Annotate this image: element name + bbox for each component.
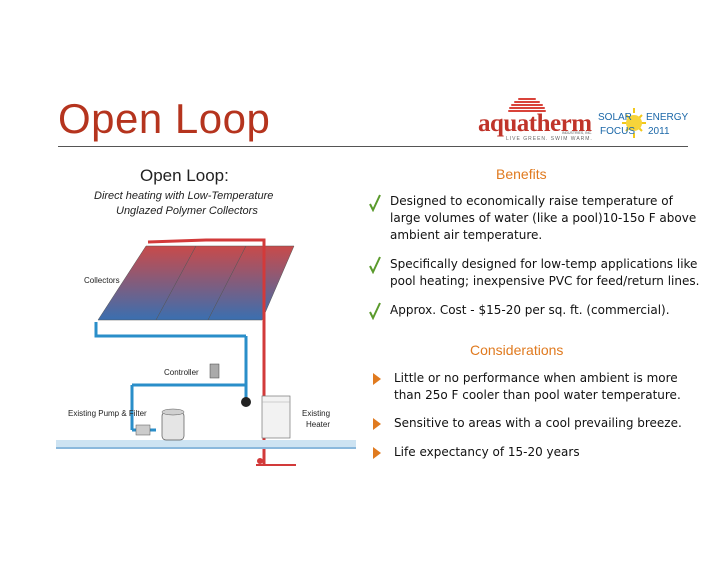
benefit-item-3-line-1: Approx. Cost - $15-20 per sq. ft. (comme… (390, 303, 670, 317)
consideration-item-3-line-1: Life expectancy of 15-20 years (394, 445, 580, 459)
arrow-right-icon (373, 447, 381, 459)
benefit-item-2-line-2: pool heating; inexpensive PVC for feed/r… (390, 274, 700, 288)
considerations-heading: Considerations (470, 342, 564, 358)
diagram-subtitle-2: Unglazed Polymer Collectors (116, 205, 258, 217)
controller-icon (209, 363, 220, 379)
benefit-item-2-line-1: Specifically designed for low-temp appli… (390, 257, 698, 271)
benefit-item-1-line-3: ambient air temperature. (390, 228, 543, 242)
consideration-item-1-line-1: Little or no performance when ambient is… (394, 371, 678, 385)
consideration-item-2-line-1: Sensitive to areas with a cool prevailin… (394, 416, 682, 430)
benefits-heading: Benefits (496, 166, 547, 182)
label-pump-filter: Existing Pump & Filter (68, 409, 147, 418)
valve-icon (241, 397, 251, 407)
label-collectors: Collectors (84, 276, 120, 285)
open-loop-diagram: Open Loop: Direct heating with Low-Tempe… (56, 160, 356, 475)
solar-energy-focus-logo: SOLAR ENERGY FOCUS 2011 (598, 106, 690, 146)
plumbing-schematic (56, 238, 356, 466)
logo-year-text: 2011 (648, 126, 670, 137)
sunrise-icon (508, 98, 546, 112)
logo-focus-text: FOCUS (600, 126, 635, 137)
pool-water-icon (56, 440, 356, 449)
benefit-item-1-line-1: Designed to economically raise temperatu… (390, 194, 673, 208)
benefit-item-1-line-2: large volumes of water (like a pool)10-1… (390, 211, 697, 225)
check-icon (369, 302, 381, 320)
aquatherm-industries: INDUSTRIES, INC. (562, 131, 593, 135)
diagram-heading: Open Loop: (140, 166, 229, 185)
solar-collectors-icon (97, 245, 295, 321)
arrow-right-icon (373, 373, 381, 385)
aquatherm-wordmark: aquatherm (478, 110, 592, 137)
check-icon (369, 194, 381, 212)
pump-filter-icon (135, 408, 185, 441)
aquatherm-logo: aquatherm INDUSTRIES, INC. LIVE GREEN. S… (478, 96, 598, 146)
title-divider (58, 146, 688, 147)
heater-icon (261, 395, 291, 439)
aquatherm-tagline: LIVE GREEN. SWIM WARM. (506, 136, 593, 142)
slide-title: Open Loop (58, 95, 271, 142)
label-heater-1: Existing (302, 409, 331, 418)
label-heater-2: Heater (306, 420, 331, 429)
sun-icon (622, 108, 646, 138)
arrow-right-icon (373, 418, 381, 430)
logo-solar-text: SOLAR (598, 112, 632, 123)
diagram-subtitle-1: Direct heating with Low-Temperature (94, 190, 274, 202)
label-controller: Controller (164, 368, 199, 377)
check-icon (369, 256, 381, 274)
consideration-item-1-line-2: than 25o F cooler than pool water temper… (394, 388, 681, 402)
logo-energy-text: ENERGY (646, 112, 689, 123)
